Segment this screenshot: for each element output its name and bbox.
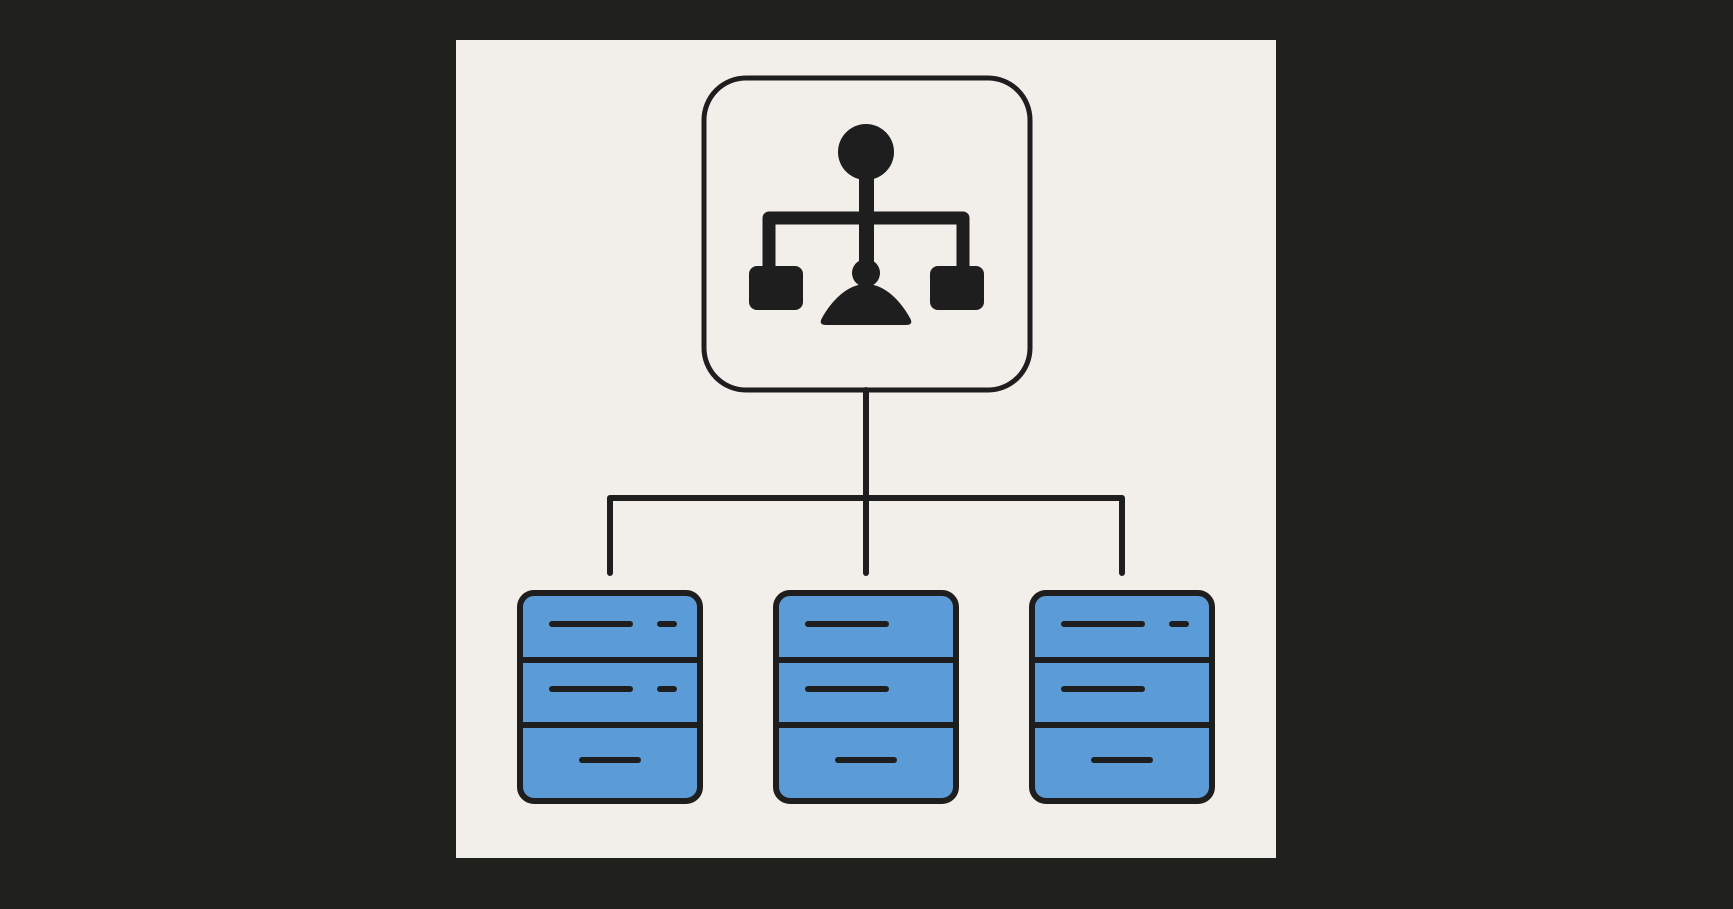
server-body bbox=[517, 590, 703, 804]
server-group bbox=[517, 590, 1215, 804]
server-rack-icon bbox=[773, 590, 959, 804]
connectors bbox=[607, 387, 1125, 576]
org-chart-icon bbox=[749, 124, 984, 325]
server-body bbox=[1029, 590, 1215, 804]
server-left bbox=[517, 590, 703, 804]
server-right bbox=[1029, 590, 1215, 804]
server-rack-icon bbox=[1029, 590, 1215, 804]
server-rack-icon bbox=[517, 590, 703, 804]
root-node bbox=[701, 75, 1033, 393]
diagram-canvas bbox=[517, 75, 1215, 804]
branch-line bbox=[607, 495, 1125, 576]
server-body bbox=[773, 590, 959, 804]
server-center bbox=[773, 590, 959, 804]
diagram-panel bbox=[456, 40, 1276, 858]
